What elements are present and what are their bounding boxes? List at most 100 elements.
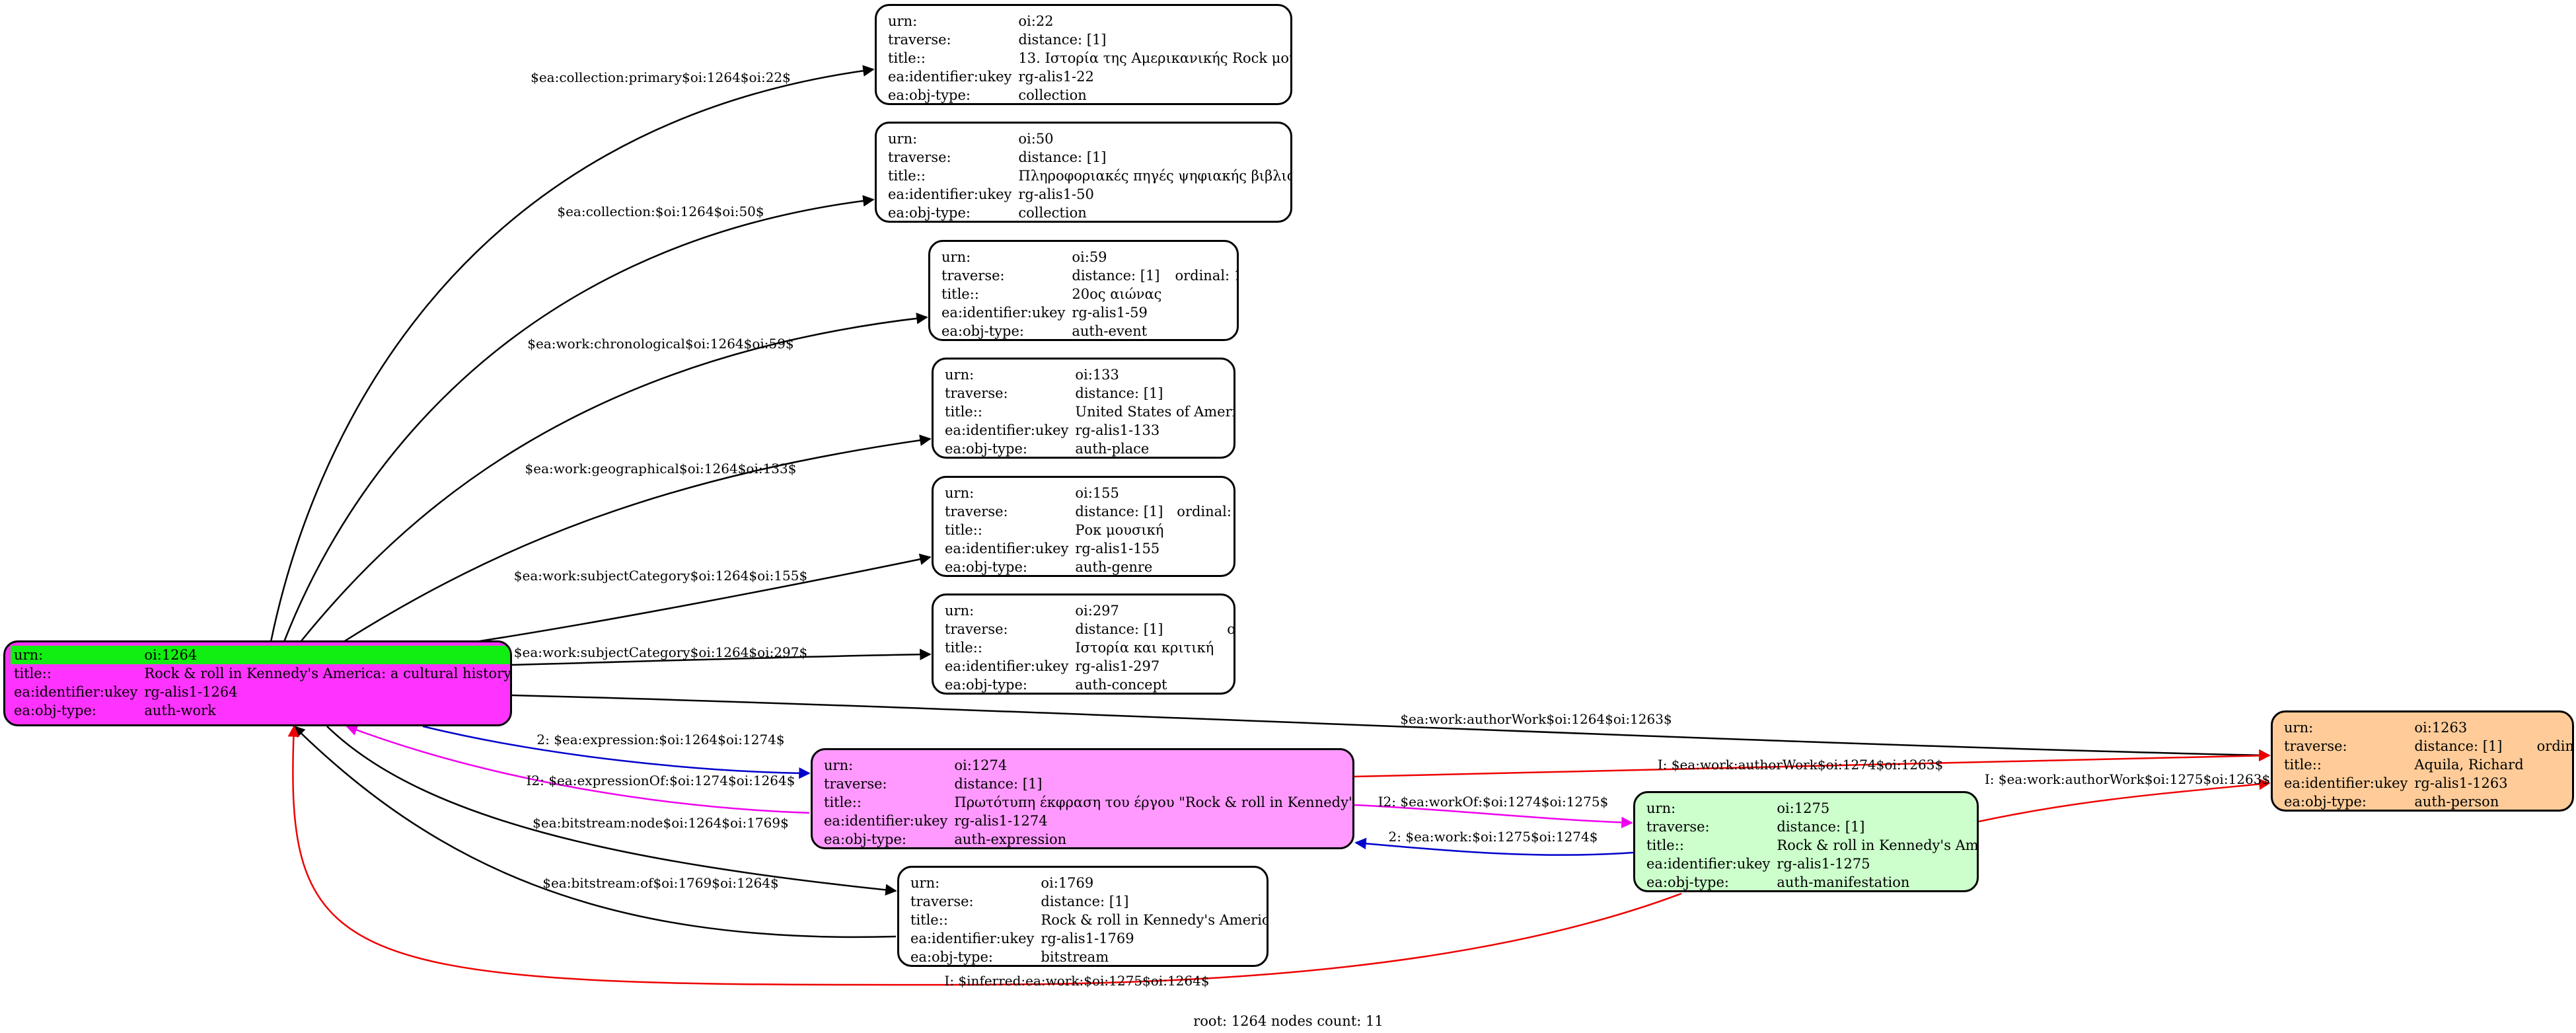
node-value-ordinal: ordinal: 8 [1177,504,1233,519]
edge-e1274i [346,724,810,814]
node-value: oi:1275 [1777,800,1830,816]
node-value: auth-expression [954,831,1067,847]
node-value: Rock & roll in Kennedy's America.jpg [1041,912,1267,928]
node-key: urn: [941,249,971,265]
edge-e1275_1264 [287,725,1682,986]
node-key: ea:obj-type: [941,323,1024,339]
node-row: ea:obj-type:auth-event [938,322,1237,339]
node-row: title::Πληροφοριακές πηγές ψηφιακής βιβλ… [885,167,1290,185]
edge-e133 [343,434,932,643]
node-row: traverse:distance: [1]ordinal: 2 [1643,818,1977,836]
node-value: Πληροφοριακές πηγές ψηφιακής βιβλιοθήκης [1018,168,1290,184]
node-row: ea:obj-type:collection [885,86,1290,103]
node-value: rg-alis1-59 [1072,305,1148,321]
node-row: ea:obj-type:bitstream [907,948,1267,965]
edge-label: I: $ea:work:authorWork$oi:1275$oi:1263$ [1984,771,2271,787]
node-value-ordinal: ordinal: 6 [2536,738,2574,754]
edge-e1769 [326,726,897,896]
edge-e297 [511,648,932,666]
node-row: ea:obj-type:collection [885,204,1290,221]
node-row: title::Πρωτότυπη έκφραση του έργου "Rock… [821,793,1354,812]
node-value: oi:297 [1075,603,1119,619]
node-value: auth-concept [1075,677,1167,693]
node-value: distance: [1] [954,776,1043,792]
node-value: auth-place [1075,441,1150,457]
node-row: traverse:distance: [1]ordinal: 5 [885,148,1290,167]
node-key: title:: [14,666,52,681]
edge-e50 [283,195,875,642]
node-key: ea:identifier:ukey [1646,856,1771,872]
node-row: title::Ιστορία και κριτική [941,638,1233,657]
node-value-ordinal: ordinal: 9 [1227,621,1235,637]
edge-e22 [270,65,875,642]
edge-label: $ea:work:geographical$oi:1264$oi:133$ [525,461,797,477]
node-key: traverse: [945,385,1008,401]
node-row: traverse:distance: [1]ordinal: 8 [941,502,1233,521]
node-row: urn:oi:59 [938,248,1237,266]
node-oi-1275[interactable]: urn: oi:1275 traverse:distance: [1]ordinal… [1633,791,1979,892]
node-key: traverse: [824,776,887,792]
edge-label: I2: $ea:expressionOf:$oi:1274$oi:1264$ [526,773,795,788]
node-value-ordinal: ordinal: 10 [1175,268,1237,284]
node-value: auth-genre [1075,559,1153,575]
node-row: traverse:distance: [1]ordinal: 9 [941,620,1235,638]
node-row: urn:oi:1263 [2281,718,2572,737]
node-value: rg-alis1-50 [1018,186,1094,202]
node-key: traverse: [945,504,1008,519]
node-key: ea:obj-type: [1646,874,1729,890]
node-key: ea:identifier:ukey [14,684,138,700]
node-value: rg-alis1-155 [1075,541,1160,556]
node-row: urn:oi:50 [885,130,1290,148]
node-value: distance: [1] [2414,738,2503,754]
node-spacer [1217,620,1224,638]
node-value: Aquila, Richard [2414,757,2524,773]
node-row: title::Ροκ μουσική [941,521,1233,539]
node-key: traverse: [1646,819,1710,835]
node-key: traverse: [910,894,974,909]
edge-label: I: $inferred:ea:work:$oi:1275$oi:1264$ [944,973,1210,989]
node-key: title:: [888,50,926,66]
node-value: Πρωτότυπη έκφραση του έργου "Rock & roll… [954,794,1354,810]
node-row: ea:obj-type:auth-genre [941,558,1233,575]
node-value: collection [1018,205,1087,221]
node-key: urn: [1646,800,1676,816]
node-key: traverse: [2284,738,2347,754]
node-row: urn:oi:133 [941,365,1233,384]
node-key: traverse: [888,149,951,165]
node-key: ea:identifier:ukey [945,658,1069,674]
node-key: title:: [1646,837,1684,853]
node-row: traverse:distance: [1]ordinal: 3 [907,892,1267,911]
node-key: title:: [941,286,979,302]
node-value: oi:22 [1018,13,1054,29]
node-row: title::Rock & roll in Kennedy's America:… [11,664,510,683]
edge-label: 2: $ea:work:$oi:1275$oi:1274$ [1388,829,1598,845]
node-key: ea:identifier:ukey [941,305,1066,321]
node-spacer [1167,502,1173,521]
edge-e59 [300,313,928,642]
node-row: ea:obj-type:auth-expression [821,830,1352,847]
node-spacer [2527,737,2534,755]
node-row: urn:oi:155 [941,484,1233,502]
edge-label: $ea:work:chronological$oi:1264$oi:59$ [527,336,794,352]
edge-label: $ea:work:subjectCategory$oi:1264$oi:297$ [513,644,808,660]
node-row: ea:obj-type:auth-work [11,701,510,720]
node-key: urn: [910,875,940,891]
node-row: traverse:distance: [1]ordinal: 7 [941,384,1233,402]
edge-e1274_1275 [1354,804,1633,829]
edge-label: $ea:bitstream:node$oi:1264$oi:1769$ [533,815,789,831]
node-row: ea:obj-type:auth-concept [941,675,1233,693]
node-key: ea:identifier:ukey [888,69,1012,85]
